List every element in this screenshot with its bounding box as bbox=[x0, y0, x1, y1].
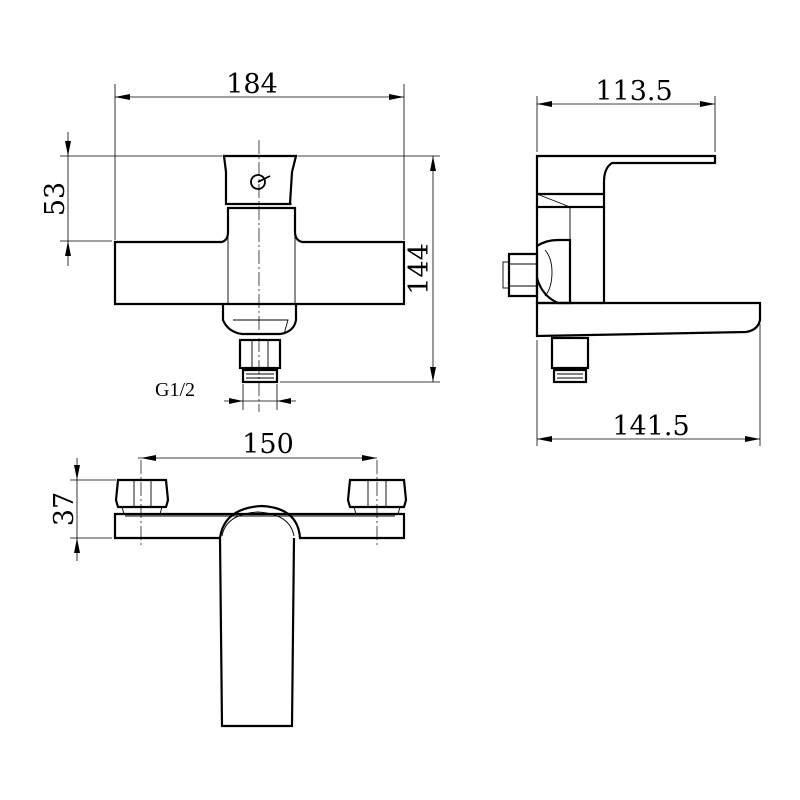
dim-top-connector-height: 37 bbox=[49, 492, 80, 526]
front-dimensions: 184 53 144 G1/2 bbox=[40, 69, 440, 410]
top-body bbox=[113, 504, 406, 540]
side-dimensions: 113.5 141.5 bbox=[536, 76, 761, 446]
dim-front-total-height: 144 bbox=[404, 243, 435, 295]
side-spout bbox=[535, 301, 762, 338]
side-nut bbox=[507, 252, 539, 298]
dim-front-width: 184 bbox=[226, 69, 278, 100]
dim-top-centers: 150 bbox=[242, 429, 294, 460]
top-spout bbox=[218, 537, 296, 728]
dim-side-reach: 141.5 bbox=[612, 411, 689, 442]
top-view bbox=[113, 460, 408, 728]
dim-front-handle-height: 53 bbox=[40, 182, 71, 216]
dim-side-depth: 113.5 bbox=[595, 76, 672, 107]
side-view bbox=[502, 154, 762, 384]
side-inlet bbox=[535, 238, 572, 305]
indicator-icon bbox=[250, 174, 266, 190]
top-right-nut bbox=[346, 478, 408, 509]
dim-thread: G1/2 bbox=[155, 379, 195, 401]
side-stem bbox=[550, 336, 590, 370]
side-thread bbox=[552, 368, 588, 384]
top-dimensions: 150 37 bbox=[49, 429, 377, 561]
front-view bbox=[113, 140, 406, 412]
front-stem bbox=[238, 338, 282, 370]
front-thread bbox=[241, 368, 279, 384]
top-left-nut bbox=[114, 478, 170, 509]
front-body bbox=[113, 206, 406, 306]
side-handle bbox=[535, 154, 717, 196]
